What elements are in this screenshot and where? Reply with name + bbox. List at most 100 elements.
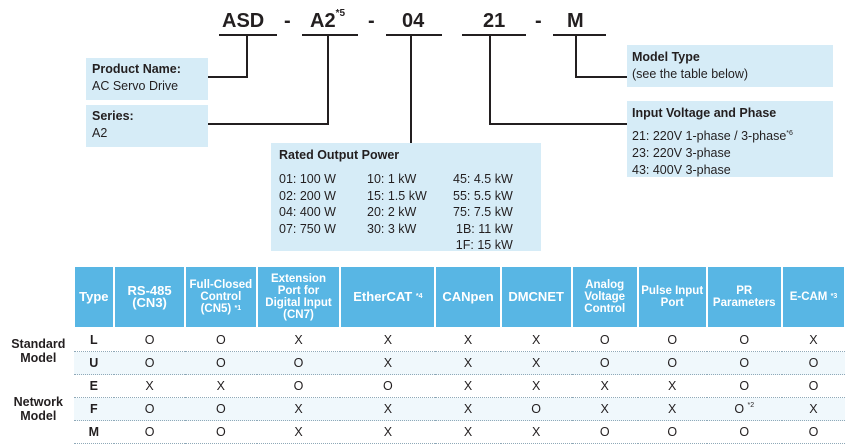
table-cell: O [706, 351, 782, 375]
table-cell: O [114, 328, 186, 352]
table-cell: O [114, 397, 186, 421]
header-canpen: CANpen [434, 265, 502, 329]
table-cell: X [435, 420, 501, 444]
header-rs485: RS-485 (CN3) [113, 265, 187, 329]
header-ecam-text: E-CAM [789, 291, 828, 303]
code-dash-3: - [535, 10, 542, 32]
table-cell: O [706, 374, 782, 398]
connector-type [575, 35, 577, 78]
input-voltage-line1-text: 21: 220V 1-phase / 3-phase [632, 129, 787, 144]
table-row: U O O O X X X O O O O [3, 351, 845, 375]
connector-product-h [208, 76, 248, 78]
table-cell: X [435, 328, 501, 352]
power-item: 75: 7.5 kW [453, 205, 513, 219]
power-item: 55: 5.5 kW [453, 188, 513, 203]
header-analog: Analog Voltage Control [570, 265, 639, 329]
type-cell: U [73, 351, 115, 375]
power-item: 15: 1.5 kW [367, 188, 427, 203]
underline-series [302, 34, 358, 36]
header-dmcnet: DMCNET [499, 265, 573, 329]
series-box: Series: A2 [86, 105, 208, 147]
input-voltage-line1: 21: 220V 1-phase / 3-phase*6 [632, 125, 828, 145]
header-ecam-note: *3 [830, 293, 838, 300]
power-item: 45: 4.5 kW [453, 172, 513, 186]
table-cell: O [500, 397, 572, 421]
power-item: 1B: 11 kW [456, 221, 513, 236]
table-cell: O [185, 420, 257, 444]
table-row: Standard Model L O O X X X X O O O X [3, 328, 845, 376]
header-type: Type [72, 265, 116, 329]
code-seg-asd: ASD [222, 10, 264, 33]
rated-output-box: Rated Output Power 01: 100 W 02: 200 W 0… [271, 143, 541, 254]
table-cell: O [340, 374, 436, 398]
table-cell: O [706, 420, 782, 444]
table-cell: X [340, 420, 436, 444]
pr-note: *2 [747, 402, 755, 409]
type-cell: E [73, 374, 115, 398]
table-cell: X [500, 420, 572, 444]
table-cell: X [637, 374, 707, 398]
code-dash-2: - [368, 10, 375, 32]
type-cell: F [73, 397, 115, 421]
header-full-closed-text: Full-Closed Control (CN5) [189, 279, 253, 315]
power-item: 20: 2 kW [367, 205, 417, 219]
connector-type-h [575, 76, 627, 78]
table-cell: X [340, 328, 436, 352]
table-row: M O O X X X X O O O O [3, 420, 845, 444]
header-ecam: E-CAM *3 [780, 265, 846, 329]
input-voltage-line2: 23: 220V 3-phase [632, 146, 731, 161]
model-type-table: Type RS-485 (CN3) Full-Closed Control (C… [2, 265, 846, 445]
power-item: 02: 200 W [279, 188, 336, 203]
power-item: 07: 750 W [279, 221, 336, 236]
series-value: A2 [92, 126, 108, 140]
product-name-value: AC Servo Drive [92, 79, 179, 93]
group-standard: Standard Model [3, 328, 74, 376]
table-cell: O [256, 374, 341, 398]
code-seg-type: M [567, 10, 584, 32]
table-cell: O [637, 351, 707, 375]
model-type-box: Model Type (see the table below) [627, 45, 833, 87]
code-seg-series-text: A2 [310, 10, 336, 32]
table-cell: O [706, 328, 782, 352]
table-cell: O [637, 328, 707, 352]
product-name-heading: Product Name: [92, 62, 181, 76]
power-item: 10: 1 kW [367, 172, 417, 186]
underline-asd [219, 34, 277, 36]
rated-output-heading: Rated Output Power [279, 148, 400, 162]
power-item: 30: 3 kW [367, 221, 417, 236]
header-ethercat-text: EtherCAT [353, 289, 413, 304]
model-type-value: (see the table below) [632, 67, 749, 81]
table-cell: X [185, 374, 257, 398]
table-cell: O *2 [706, 397, 782, 421]
code-seg-power: 04 [402, 10, 425, 32]
header-ethercat-note: *4 [415, 293, 423, 300]
table-cell: O [114, 420, 186, 444]
underline-type [553, 34, 606, 36]
table-row: Network Model E X X O O X X X X O O [3, 374, 845, 445]
connector-voltage-h [489, 123, 627, 125]
code-dash-1: - [284, 10, 291, 32]
table-row: F O O X X X O X X O *2 X [3, 397, 845, 421]
input-voltage-line1-note: *6 [786, 130, 793, 137]
connector-product [246, 35, 248, 78]
table-cell: X [571, 397, 638, 421]
rated-output-col3: 45: 4.5 kW 55: 5.5 kW 75: 7.5 kW 1B: 11 … [453, 171, 513, 254]
header-extension: Extension Port for Digital Input (CN7) [255, 265, 342, 329]
table-cell: O [114, 351, 186, 375]
table-cell: X [256, 420, 341, 444]
table-cell: O [256, 351, 341, 375]
connector-series [327, 35, 329, 125]
model-type-heading: Model Type [632, 50, 700, 64]
table-cell: X [571, 374, 638, 398]
product-name-box: Product Name: AC Servo Drive [86, 58, 208, 100]
underline-power [386, 34, 442, 36]
table-cell: O [571, 420, 638, 444]
input-voltage-line3: 43: 400V 3-phase [632, 163, 731, 178]
table-cell: O [571, 351, 638, 375]
power-item: 1F: 15 kW [455, 238, 513, 252]
table-cell: O [185, 351, 257, 375]
code-seg-series-note: *5 [335, 8, 346, 19]
underline-voltage [462, 34, 526, 36]
table-cell: X [435, 351, 501, 375]
table-cell: X [637, 397, 707, 421]
